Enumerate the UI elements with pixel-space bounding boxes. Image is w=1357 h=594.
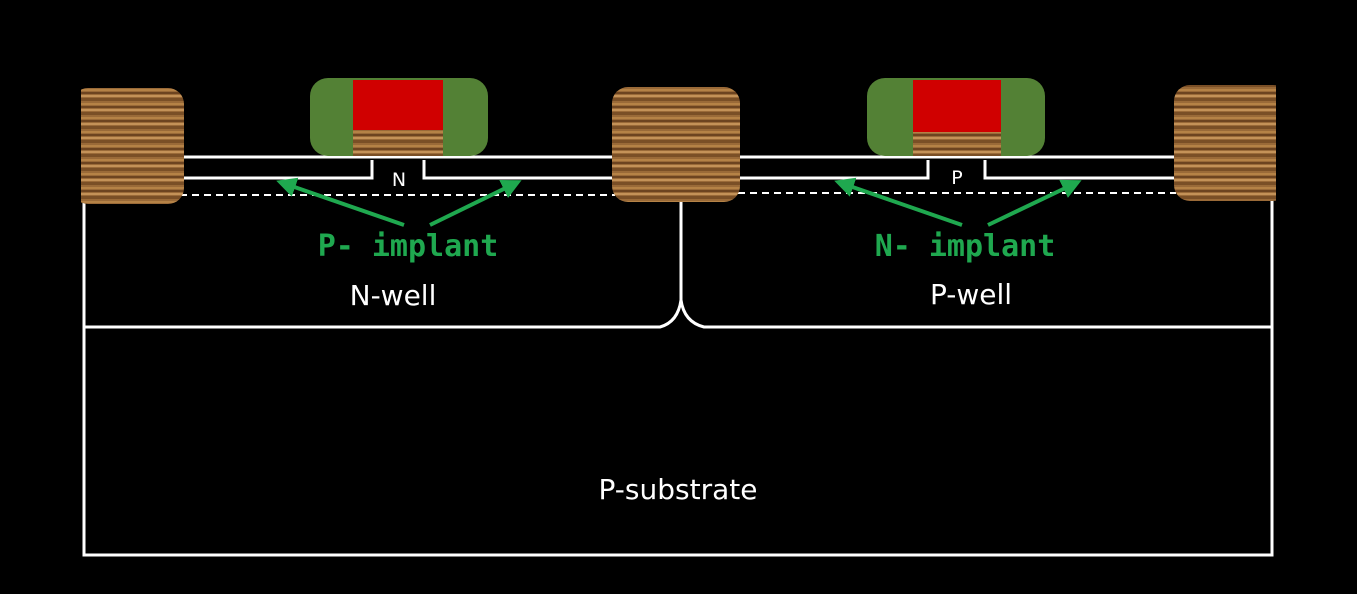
page-edge-mask-left (0, 80, 81, 210)
right-implant-arrows (834, 177, 1082, 227)
left-transistor-surface (180, 155, 615, 196)
right-ldd-label: P (951, 167, 962, 189)
isolation-block-right (1174, 85, 1289, 201)
left-implant-arrows (276, 177, 522, 227)
n-well-label: N-well (350, 279, 437, 312)
well-boundaries (84, 200, 1272, 329)
left-gate-oxide (353, 130, 443, 156)
left-ldd-label: N (392, 169, 406, 191)
isolation-block-middle (612, 87, 740, 202)
green-arrow-icon (276, 177, 405, 227)
p-well-label: P-well (930, 278, 1012, 311)
left-gate-poly (353, 80, 443, 130)
right-gate-oxide (913, 132, 1001, 156)
green-arrow-icon (987, 179, 1082, 227)
right-gate-poly (913, 80, 1001, 132)
left-implant-label: P- implant (318, 229, 499, 264)
left-gate-stack (310, 78, 488, 156)
right-gate-stack (867, 78, 1045, 156)
right-implant-label: N- implant (875, 229, 1056, 264)
green-arrow-icon (429, 180, 522, 227)
right-transistor-surface (738, 155, 1176, 194)
page-edge-mask (1276, 80, 1357, 210)
p-substrate-label: P-substrate (599, 473, 758, 506)
green-arrow-icon (834, 177, 963, 227)
p-substrate-region (82, 200, 1274, 557)
isolation-block-left (72, 88, 184, 204)
